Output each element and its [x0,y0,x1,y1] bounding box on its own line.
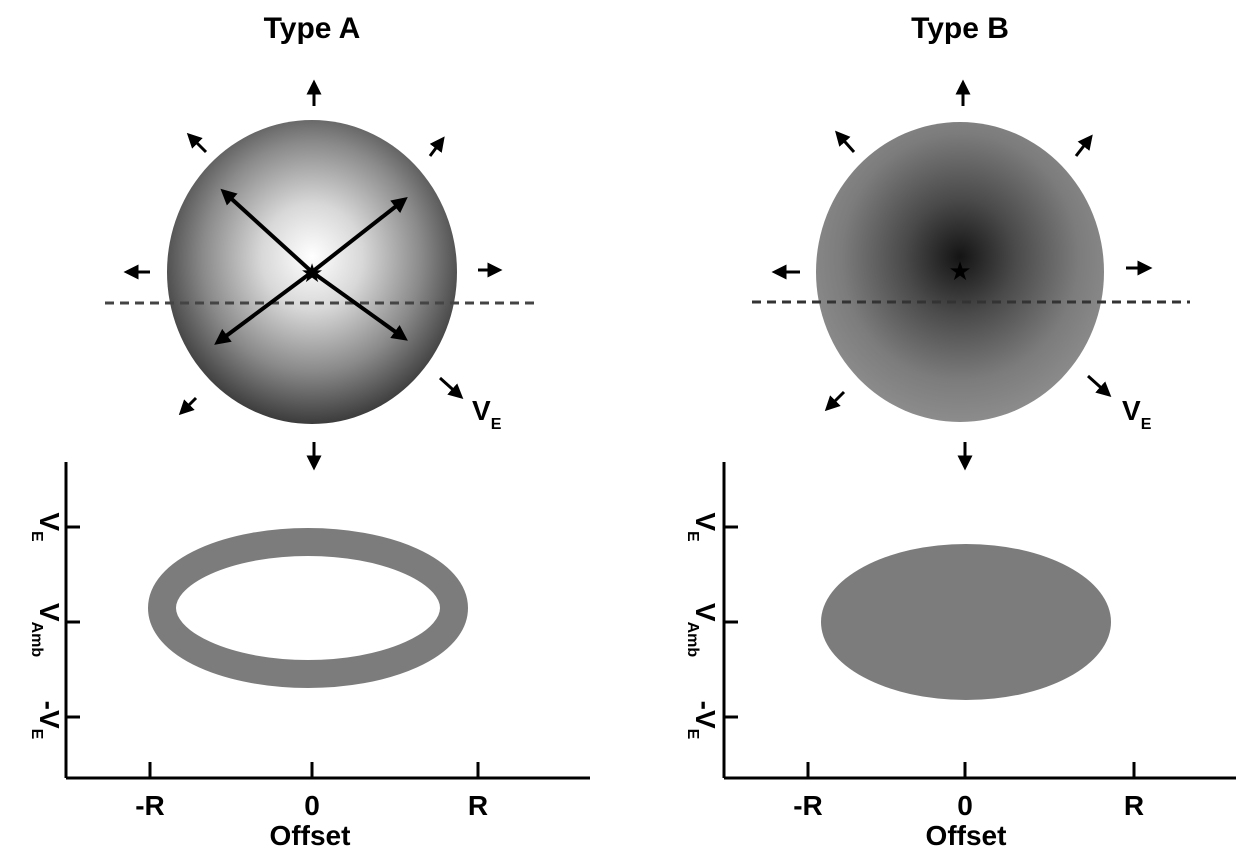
shell-velocity-label: VE [472,395,502,433]
x-tick-label: -R [135,790,165,821]
x-tick-label: 0 [304,790,320,821]
y-tick-label: -VE [684,701,721,740]
y-tick-label: VE [28,512,65,542]
shell-velocity-label: VE [1122,395,1152,433]
x-tick-label: 0 [957,790,973,821]
y-tick-label: VAmb [28,603,65,657]
center-star-icon: ★ [300,259,323,289]
y-tick-label: VAmb [684,603,721,657]
panel-type-b: Type B ★ VE -R 0 [684,12,1236,851]
center-star-icon: ★ [948,257,971,287]
panel-title: Type B [911,12,1009,45]
y-tick-label: VE [684,512,721,542]
panel-type-a: Type A ★ VE [28,12,590,851]
panel-title: Type A [264,12,361,45]
x-axis-title: Offset [270,820,351,851]
velocity-offset-plot: -R 0 R Offset VE VAmb -VE [684,462,1236,851]
hollow-ring-profile [162,542,454,674]
velocity-offset-plot: -R 0 R Offset VE VAmb -VE [28,462,590,851]
x-axis-title: Offset [926,820,1007,851]
x-tick-label: R [468,790,488,821]
x-tick-label: R [1124,790,1144,821]
filled-disk-profile [821,544,1111,700]
x-tick-label: -R [793,790,823,821]
y-tick-label: -VE [28,701,65,740]
